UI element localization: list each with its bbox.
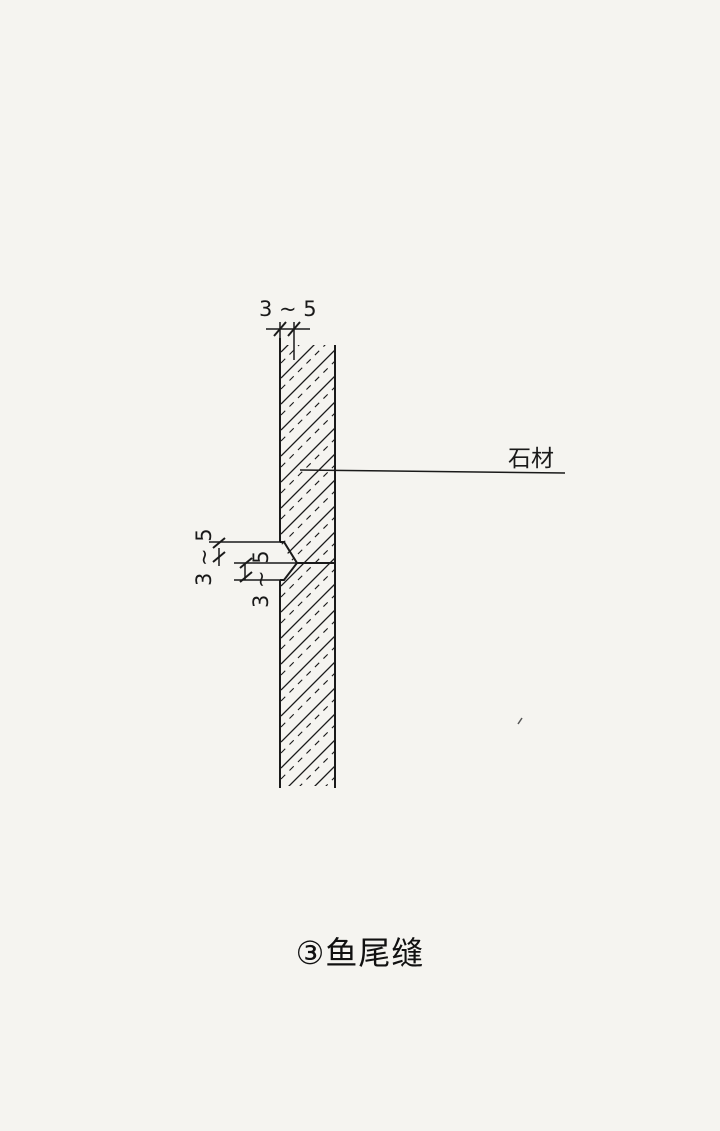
hatch-dash-line <box>281 620 335 676</box>
hatch-dash-line <box>281 360 335 416</box>
hatch-line <box>281 765 335 786</box>
hatch-line <box>281 583 335 639</box>
hatch-line <box>281 479 335 535</box>
hatch-line <box>281 349 335 405</box>
hatch-dash-line <box>281 542 335 598</box>
material-leader-line <box>299 469 566 474</box>
material-label: 石材 <box>508 446 554 472</box>
hatch-line <box>281 739 335 786</box>
stray-mark <box>517 717 523 725</box>
figure-caption: ③鱼尾缝 <box>295 934 425 972</box>
hatch-dash-line <box>281 438 335 494</box>
hatch-line <box>281 345 335 379</box>
hatch-line <box>281 661 335 717</box>
hatch-line <box>281 375 335 431</box>
hatch-line <box>281 687 335 743</box>
hatch-dash-line <box>281 594 335 650</box>
hatch-line <box>281 713 335 769</box>
hatch-line <box>281 453 335 509</box>
hatch-line <box>281 792 335 846</box>
top-dimension-label: 3 ~ 5 <box>259 297 317 321</box>
hatch-line <box>281 427 335 483</box>
hatch-line <box>281 531 335 587</box>
hatch-dash-line <box>281 698 335 754</box>
hatch-dash-line <box>281 464 335 520</box>
hatch-dash-line <box>281 386 335 442</box>
hatch-dash-line <box>281 345 335 390</box>
hatch-dash-line <box>281 803 335 857</box>
hatch-line <box>281 401 335 457</box>
hatch-dash-line <box>281 412 335 468</box>
hatch-dash-line <box>281 568 335 624</box>
hatch-dash-line <box>281 750 335 786</box>
joint-dimension-outer-label: 3 ~ 5 <box>192 528 216 586</box>
hatch-dash-line <box>281 672 335 728</box>
hatch-dash-line <box>281 646 335 702</box>
hatch-line <box>281 246 335 300</box>
hatch-line <box>281 609 335 665</box>
top-dimension <box>266 321 310 360</box>
hatch-dash-line <box>281 724 335 780</box>
hatch-dash-line <box>281 345 335 364</box>
fishtail-notch <box>280 541 299 581</box>
joint-dimension-lines <box>209 537 297 583</box>
hatch-line <box>281 557 335 613</box>
hatch-dash-line <box>281 490 335 546</box>
joint-dimension-inner-label: 3 ~ 5 <box>249 550 273 608</box>
hatch-line <box>281 635 335 691</box>
